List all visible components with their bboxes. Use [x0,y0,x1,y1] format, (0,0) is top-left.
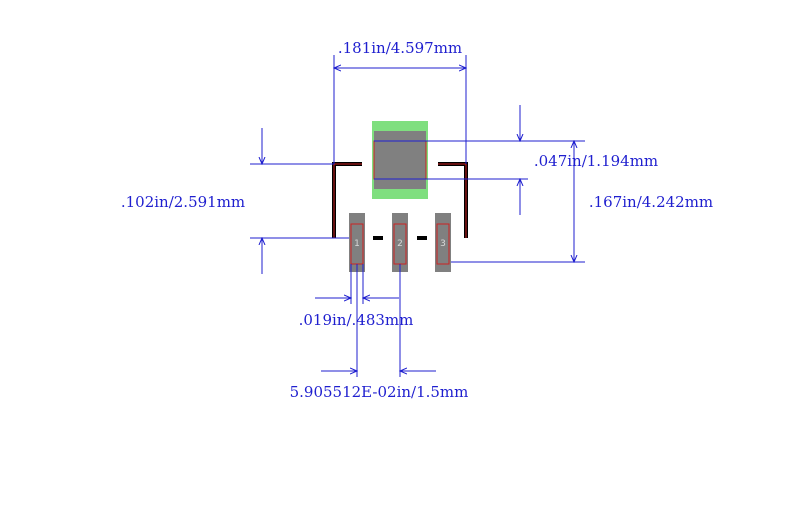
dim-pin-width [315,264,399,304]
dim-body-height [250,128,349,274]
silk-dot-right [417,236,427,240]
tab-pad [372,121,428,199]
dim-overall-height [451,141,585,262]
pin-3-copper [436,223,450,265]
dim-body-width [334,55,466,164]
pin-1-pad [349,213,365,272]
silk-dot-left [373,236,383,240]
pin-2-label: 2 [397,239,403,249]
dim-body-height-label: .102in/2.591mm [121,193,245,211]
pin-1: 1 [349,213,365,272]
pin-2-pad [392,213,408,272]
pins: 1 2 3 [349,213,451,272]
dim-tab-height [426,105,528,215]
pin-3-label: 3 [440,239,446,249]
dim-overall-height-label: .167in/4.242mm [589,193,713,211]
pin-3: 3 [435,213,451,272]
dim-pin-width-label: .019in/.483mm [299,311,414,329]
pin-3-pad [435,213,451,272]
dim-pin-pitch [321,264,436,377]
pin-2: 2 [392,213,408,272]
tab-pad-body [374,131,426,189]
pin-1-label: 1 [354,239,360,249]
dim-tab-height-label: .047in/1.194mm [534,152,658,170]
dim-body-width-label: .181in/4.597mm [338,39,462,57]
dim-pin-pitch-label: 5.905512E-02in/1.5mm [290,383,469,401]
